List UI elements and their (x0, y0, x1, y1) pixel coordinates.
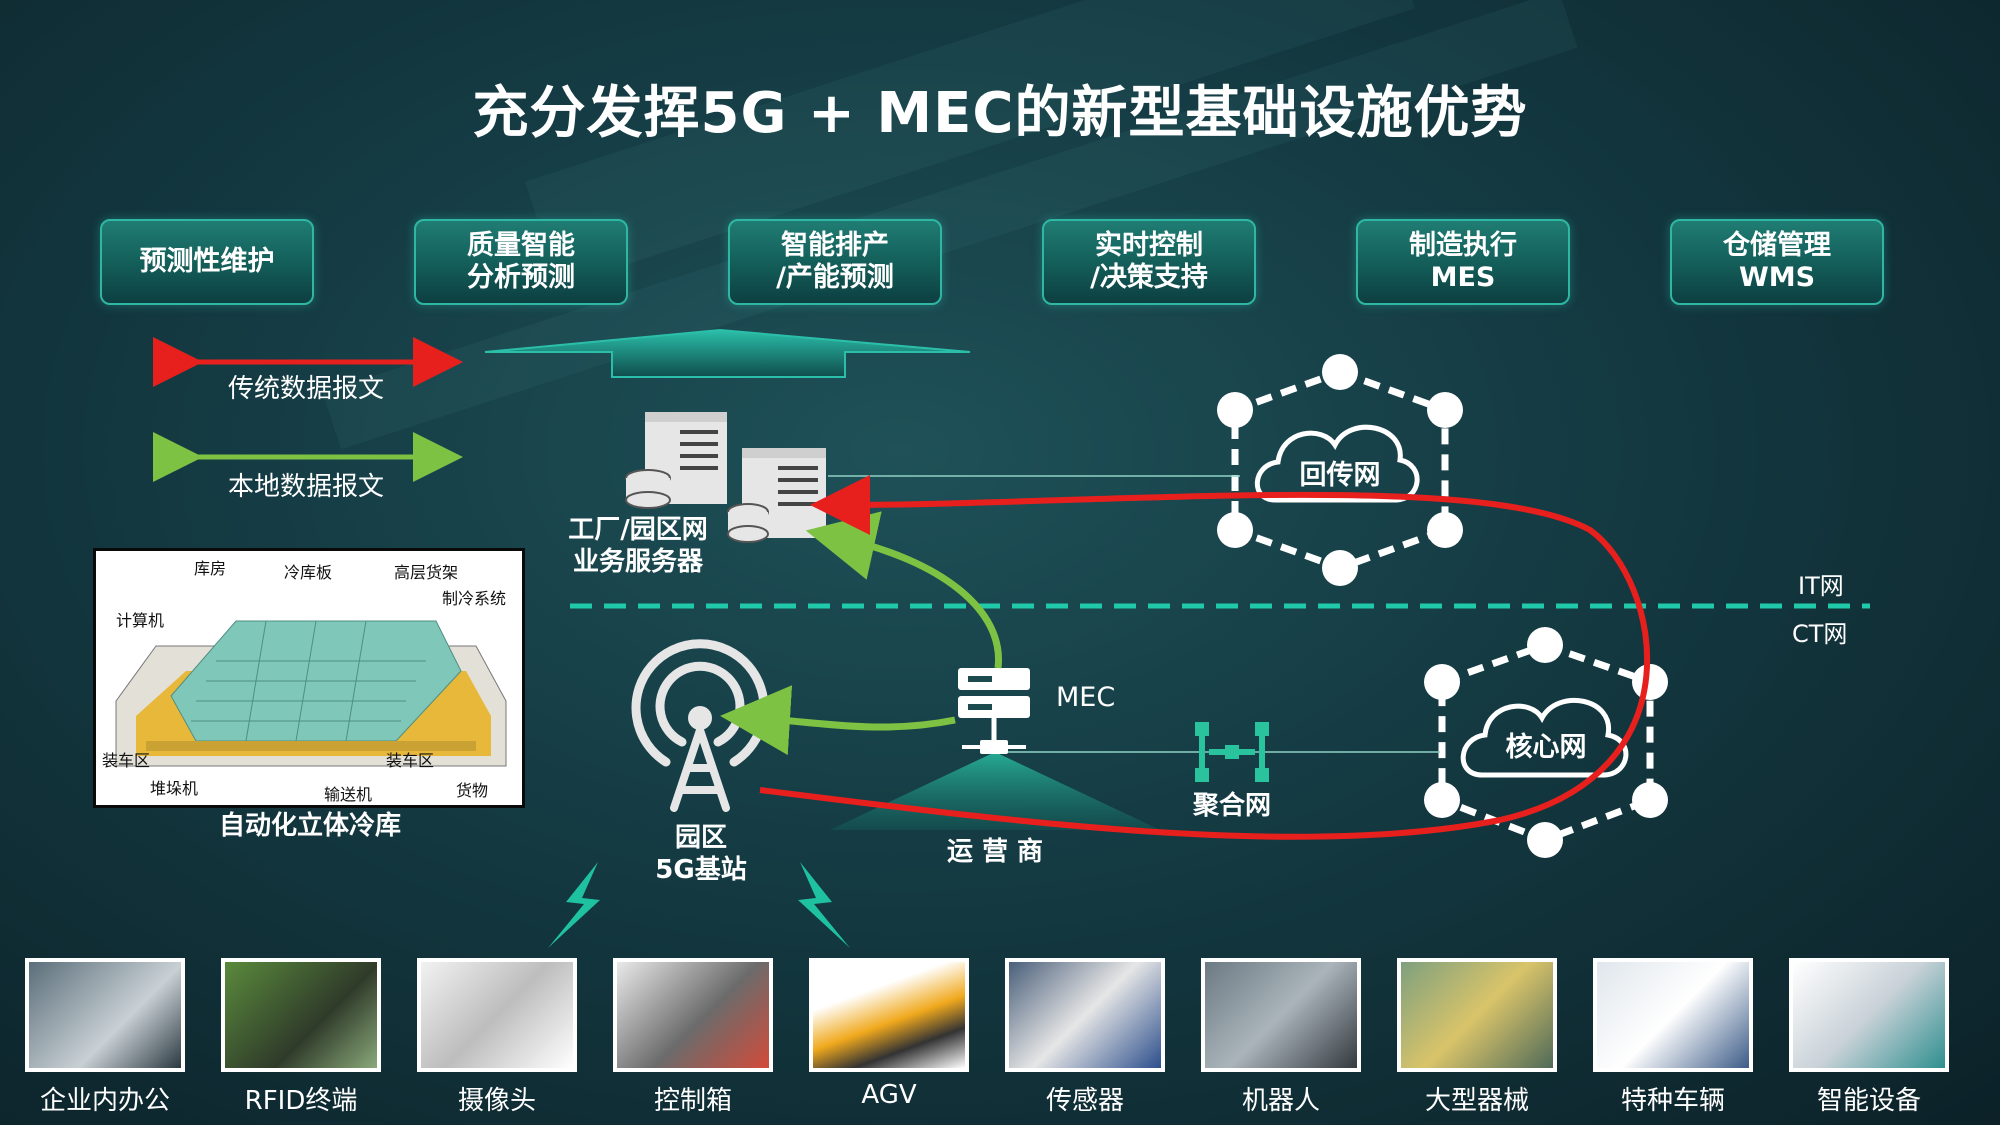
aggregation-label: 聚合网 (1192, 791, 1271, 821)
core-network-icon (1424, 627, 1668, 858)
red-arrow-traditional-path (759, 474, 1651, 840)
servers-label: 工厂/园区网 业务服务器 (568, 515, 708, 577)
lightning-icon (798, 862, 850, 948)
device-image-agv[interactable] (809, 958, 969, 1072)
operator-label: 运 营 商 (946, 837, 1044, 867)
cold-part-label: 装车区 (102, 751, 151, 770)
device-label: 特种车辆 (1620, 1086, 1725, 1116)
green-arrow-mec-to-station (720, 685, 956, 756)
core-label: 核心网 (1505, 732, 1587, 763)
device-label: 传感器 (1045, 1086, 1124, 1116)
aggregation-network-icon (1195, 722, 1269, 782)
page-title: 充分发挥5G + MEC的新型基础设施优势 (472, 81, 1528, 146)
device-image-sensor[interactable] (1005, 958, 1165, 1072)
legend-local-label: 本地数据报文 (228, 472, 385, 502)
base-station-label: 园区 5G基站 (655, 823, 747, 885)
mec-server-icon (958, 668, 1030, 754)
backhaul-network-icon (1217, 354, 1463, 586)
cold-part-label: 输送机 (324, 785, 373, 804)
device-label: 大型器械 (1424, 1086, 1529, 1116)
cold-storage-image: 库房 冷库板 高层货架 制冷系统 计算机 装车区 堆垛机 输送机 装车区 货物 (93, 548, 525, 808)
cold-part-label: 高层货架 (394, 563, 459, 582)
box-mes[interactable]: 制造执行 MES (1356, 219, 1570, 305)
ct-net-label: CT网 (1792, 620, 1848, 648)
cold-part-label: 堆垛机 (150, 779, 199, 798)
cold-part-label: 库房 (194, 559, 227, 578)
box-realtime-control[interactable]: 实时控制 /决策支持 (1042, 219, 1256, 305)
warehouse-illustration (115, 620, 507, 767)
device-image-robot[interactable] (1201, 958, 1361, 1072)
device-image-machinery[interactable] (1397, 958, 1557, 1072)
green-arrow-mec-to-server (805, 511, 1002, 669)
device-label: 机器人 (1241, 1086, 1320, 1116)
device-image-vehicle[interactable] (1593, 958, 1753, 1072)
cold-part-label: 货物 (456, 781, 489, 800)
cold-part-label: 冷库板 (284, 563, 333, 582)
device-label: AGV (861, 1080, 917, 1110)
lightning-icon (548, 862, 600, 948)
it-net-label: IT网 (1798, 572, 1844, 600)
cold-storage-label: 自动化立体冷库 (218, 811, 401, 841)
mec-label: MEC (1056, 682, 1116, 713)
backhaul-label: 回传网 (1299, 460, 1381, 491)
box-quality-analysis[interactable]: 质量智能 分析预测 (414, 219, 628, 305)
cold-part-label: 制冷系统 (442, 589, 507, 608)
device-image-rfid[interactable] (221, 958, 381, 1072)
upward-arrow (484, 328, 971, 378)
device-label: 智能设备 (1816, 1086, 1921, 1116)
box-production-scheduling[interactable]: 智能排产 /产能预测 (728, 219, 942, 305)
device-label: RFID终端 (244, 1086, 358, 1116)
device-label: 摄像头 (457, 1086, 536, 1116)
device-label: 控制箱 (653, 1086, 732, 1116)
base-station-icon (631, 639, 769, 812)
legend-traditional-label: 传统数据报文 (228, 374, 385, 404)
box-predictive-maintenance[interactable]: 预测性维护 (100, 219, 314, 305)
device-image-smart-device[interactable] (1789, 958, 1949, 1072)
device-image-office[interactable] (25, 958, 185, 1072)
box-wms[interactable]: 仓储管理 WMS (1670, 219, 1884, 305)
cold-part-label: 计算机 (116, 611, 165, 630)
device-image-control-box[interactable] (613, 958, 773, 1072)
cold-part-label: 装车区 (386, 751, 435, 770)
device-label: 企业内办公 (39, 1086, 170, 1116)
device-image-camera[interactable] (417, 958, 577, 1072)
